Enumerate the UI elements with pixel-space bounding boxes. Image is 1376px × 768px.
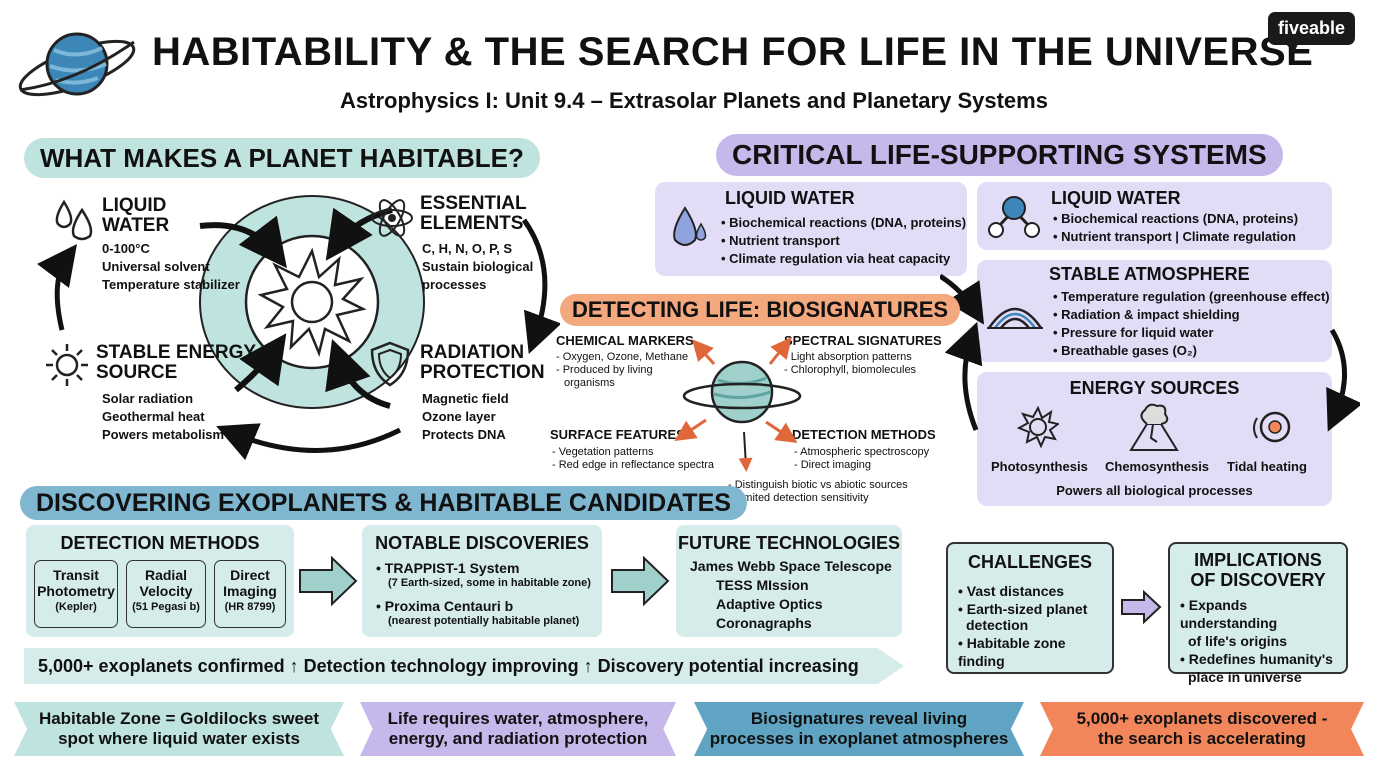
discovery-proxima: • Proxima Centauri b xyxy=(376,598,514,614)
systems-flow-arrows xyxy=(940,273,1360,432)
banner-exoplanets-discovered: 5,000+ exoplanets discovered -the search… xyxy=(1040,702,1364,756)
box-title: NOTABLE DISCOVERIES xyxy=(375,533,589,553)
box-notable-discoveries: NOTABLE DISCOVERIES • TRAPPIST-1 System … xyxy=(362,525,602,637)
section-title-exoplanets: DISCOVERING EXOPLANETS & HABITABLE CANDI… xyxy=(20,486,747,520)
page-title: HABITABILITY & THE SEARCH FOR LIFE IN TH… xyxy=(152,30,1314,74)
energy-label-tidal: Tidal heating xyxy=(1227,459,1307,474)
bio-methods-title: DETECTION METHODS xyxy=(792,427,936,442)
box-title: FUTURE TECHNOLOGIES xyxy=(677,533,900,553)
arrow-right-icon xyxy=(299,556,358,606)
bio-bottom-list: - Distinguish biotic vs abiotic sources-… xyxy=(728,479,908,504)
page-subtitle: Astrophysics I: Unit 9.4 – Extrasolar Pl… xyxy=(340,88,1048,113)
atmosphere-icon xyxy=(987,307,1043,329)
future-list: James Webb Space Telescope TESS MIssion … xyxy=(690,558,892,631)
bio-chemical-title: CHEMICAL MARKERS xyxy=(556,333,694,348)
tidal-heating-icon xyxy=(1253,411,1291,443)
bio-methods-list: - Atmospheric spectroscopy- Direct imagi… xyxy=(794,446,930,471)
card-title: LIQUID WATER xyxy=(1051,188,1181,208)
box-challenges: CHALLENGES • Vast distances• Earth-sized… xyxy=(946,542,1114,674)
card-list: • Biochemical reactions (DNA, proteins)•… xyxy=(1053,211,1299,244)
energy-label-chemosynthesis: Chemosynthesis xyxy=(1105,459,1210,474)
challenges-list: • Vast distances• Earth-sized planet det… xyxy=(958,583,1088,669)
discovery-trappist: • TRAPPIST-1 System xyxy=(376,560,520,576)
planet-logo-icon xyxy=(18,32,136,97)
discovery-trappist-note: (7 Earth-sized, some in habitable zone) xyxy=(388,577,591,589)
bio-surface-title: SURFACE FEATURES xyxy=(550,427,685,442)
shield-icon xyxy=(370,341,410,387)
section-title-biosignatures: DETECTING LIFE: BIOSIGNATURES xyxy=(560,294,961,326)
section-title-habitable: WHAT MAKES A PLANET HABITABLE? xyxy=(24,138,540,178)
card-title: STABLE ATMOSPHERE xyxy=(1049,264,1250,284)
sun-icon xyxy=(1017,406,1059,448)
card-energy-sources: ENERGY SOURCES Photosynthesis Chemosynth… xyxy=(977,372,1332,506)
bio-surface-list: - Vegetation patterns- Red edge in refle… xyxy=(552,446,715,471)
water-drops-icon xyxy=(55,199,93,241)
molecule-icon xyxy=(988,196,1040,238)
ringed-planet-icon xyxy=(674,336,802,472)
section-title-systems: CRITICAL LIFE-SUPPORTING SYSTEMS xyxy=(716,134,1283,176)
bio-spectral-list: - Light absorption patterns- Chlorophyll… xyxy=(784,351,917,376)
card-title: ENERGY SOURCES xyxy=(1069,378,1240,398)
exoplanet-stats-banner: 5,000+ exoplanets confirmed ↑ Detection … xyxy=(24,648,904,684)
energy-footer: Powers all biological processes xyxy=(1056,483,1253,498)
discovery-proxima-note: (nearest potentially habitable planet) xyxy=(388,615,580,627)
atom-icon xyxy=(371,199,413,237)
card-list: • Temperature regulation (greenhouse eff… xyxy=(1053,289,1330,358)
card-stable-atmosphere: STABLE ATMOSPHERE • Temperature regulati… xyxy=(977,260,1332,362)
small-sun-icon xyxy=(46,344,88,386)
card-liquid-water-b: LIQUID WATER • Biochemical reactions (DN… xyxy=(977,182,1332,250)
arrow-right-icon xyxy=(611,556,670,606)
energy-label-photosynthesis: Photosynthesis xyxy=(991,459,1088,474)
sun-icon xyxy=(257,247,367,357)
bio-chemical-list: - Oxygen, Ozone, Methane- Produced by li… xyxy=(556,351,689,389)
box-title: CHALLENGES xyxy=(967,552,1092,572)
box-title: DETECTION METHODS xyxy=(60,533,260,553)
card-list: • Biochemical reactions (DNA, proteins)•… xyxy=(721,215,967,266)
volcano-icon xyxy=(1129,403,1179,451)
fiveable-logo[interactable]: fiveable xyxy=(1268,12,1356,53)
card-title: LIQUID WATER xyxy=(725,188,855,208)
bio-spectral-title: SPECTRAL SIGNATURES xyxy=(784,333,942,348)
implications-list: • Expands understanding of life's origin… xyxy=(1180,597,1333,685)
card-liquid-water-a: LIQUID WATER • Biochemical reactions (DN… xyxy=(655,182,967,276)
arrow-right-icon xyxy=(1121,590,1162,624)
water-drops-icon xyxy=(673,206,707,246)
box-future-technologies: FUTURE TECHNOLOGIES James Webb Space Tel… xyxy=(676,525,902,637)
banner-life-requirements: Life requires water, atmosphere,energy, … xyxy=(360,702,676,756)
